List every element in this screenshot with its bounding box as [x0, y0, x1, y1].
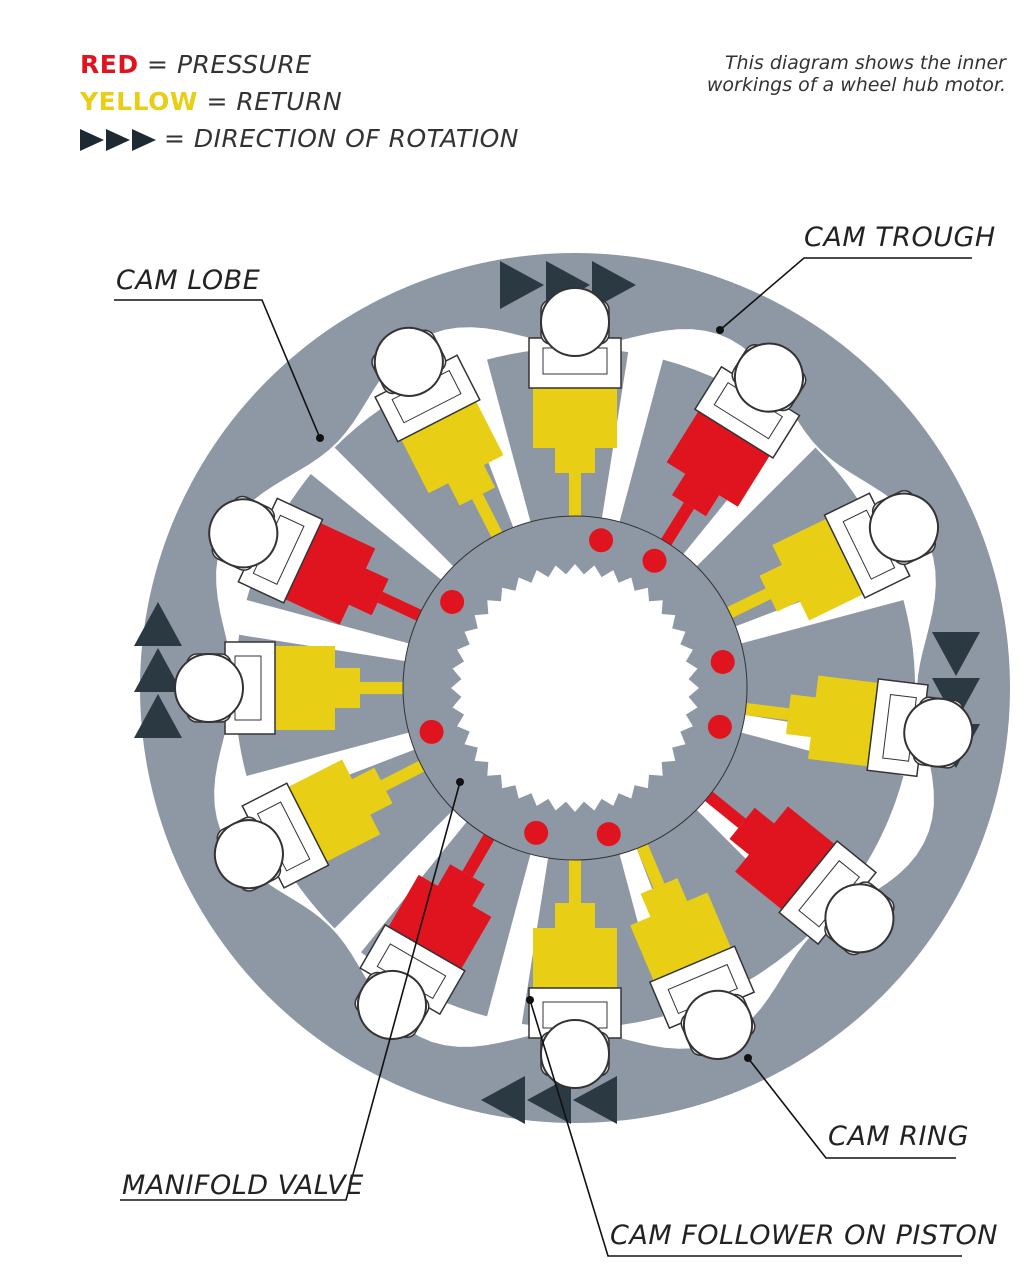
piston	[528, 287, 622, 561]
cam-follower-roller	[540, 287, 610, 357]
piston-fluid-chamber	[666, 411, 770, 517]
leader-cam-trough	[719, 257, 972, 331]
valve-port	[524, 820, 549, 845]
legend-direction-text: = DIRECTION OF ROTATION	[164, 124, 519, 153]
piston-fluid-chamber	[533, 388, 617, 473]
leader-cam-follower	[529, 999, 962, 1257]
cam-follower-roller	[208, 498, 279, 569]
rotation-arrow-icon	[932, 632, 980, 676]
valve-port	[596, 822, 621, 847]
piston-fluid-chamber	[785, 675, 878, 767]
diagram-note: This diagram shows the inner workings of…	[706, 52, 1006, 96]
piston	[208, 495, 457, 650]
rotation-arrow-icon	[500, 261, 544, 309]
arrows-bottom	[481, 1076, 617, 1124]
leader-cam-ring	[747, 1057, 956, 1159]
cam-follower-roller	[373, 326, 444, 397]
cam-follower-roller	[357, 969, 427, 1040]
legend-yellow-key: YELLOW	[80, 87, 198, 116]
leader-cam-ring-dot	[744, 1054, 752, 1062]
cam-trough-label: CAM TROUGH	[804, 222, 996, 253]
arrows-left	[134, 602, 182, 738]
direction-arrows-icon	[80, 129, 156, 151]
rotation-arrow-icon	[573, 1076, 617, 1124]
piston-fluid-chamber	[533, 903, 617, 988]
rotation-arrow-icon	[134, 602, 182, 646]
piston-fluid-chamber	[275, 646, 360, 730]
valve-port	[710, 649, 735, 674]
leader-manifold-valve-dot	[456, 778, 464, 786]
rotation-arrow-icon	[134, 648, 182, 692]
cam-follower-label: CAM FOLLOWER ON PISTON	[610, 1220, 998, 1251]
leader-cam-lobe-dot	[316, 434, 324, 442]
legend-yellow-text: = RETURN	[206, 87, 343, 116]
legend-direction: = DIRECTION OF ROTATION	[80, 124, 519, 153]
splined-hub	[451, 564, 699, 812]
leader-cam-follower-dot	[526, 996, 534, 1004]
cam-follower-roller	[868, 492, 939, 563]
callout-leaders	[114, 257, 972, 1257]
legend-red-text: = PRESSURE	[147, 50, 312, 79]
rotation-arrow-icon	[481, 1076, 525, 1124]
cam-follower-roller	[540, 1019, 610, 1089]
block-sector	[628, 794, 816, 1006]
legend-return: YELLOW = RETURN	[80, 87, 342, 116]
piston-fluid-chamber	[388, 864, 492, 969]
valve-port	[642, 548, 667, 573]
legend-pressure: RED = PRESSURE	[80, 50, 312, 79]
rotation-arrow-icon	[527, 1076, 571, 1124]
manifold-valve-label: MANIFOLD VALVE	[122, 1170, 364, 1201]
valve-port	[589, 528, 614, 553]
valve-port	[440, 589, 465, 614]
cam-ring-label: CAM RING	[828, 1121, 970, 1152]
piston-fluid-chamber	[630, 878, 731, 981]
cam-follower-roller	[824, 883, 895, 954]
cam-follower-roller	[903, 697, 974, 768]
cam-follower-roller	[733, 342, 804, 413]
rotation-arrow-icon	[134, 694, 182, 738]
piston	[174, 641, 448, 735]
piston-fluid-chamber	[285, 523, 389, 625]
cam-lobe-label: CAM LOBE	[116, 265, 261, 296]
leader-manifold-valve	[120, 781, 461, 1201]
piston-fluid-chamber	[759, 518, 864, 621]
manifold-valve	[402, 515, 748, 861]
leader-cam-lobe	[114, 299, 321, 439]
rotation-arrow-icon	[592, 261, 636, 309]
legend-red-key: RED	[80, 50, 139, 79]
cam-follower-roller	[683, 989, 754, 1060]
cam-follower-roller	[174, 653, 244, 723]
leader-cam-trough-dot	[716, 326, 724, 334]
valve-port	[707, 714, 732, 739]
cam-follower-roller	[213, 819, 284, 890]
piston-fluid-chamber	[729, 806, 835, 910]
valve-port	[419, 719, 444, 744]
piston	[683, 489, 939, 635]
piston	[371, 326, 520, 581]
